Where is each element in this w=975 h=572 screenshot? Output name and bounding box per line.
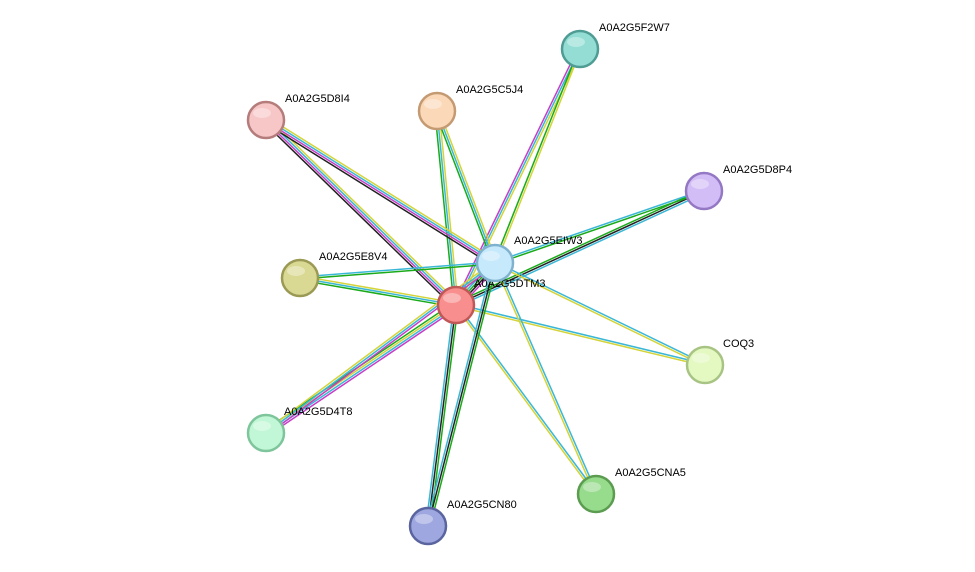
edge-evidence-line xyxy=(436,110,496,264)
edge-evidence-line xyxy=(438,110,459,305)
node-label: A0A2G5EIW3 xyxy=(514,235,582,247)
edge-evidence-line xyxy=(495,262,598,494)
node-label: A0A2G5E8V4 xyxy=(319,251,388,263)
edge-A0A2G5EIW3-A0A2G5D8I4[interactable] xyxy=(263,116,498,267)
node-A0A2G5D8I4[interactable]: A0A2G5D8I4 xyxy=(246,93,350,140)
edge-evidence-line xyxy=(494,189,704,263)
edge-evidence-line xyxy=(453,47,579,305)
edge-evidence-line xyxy=(299,279,456,308)
edge-A0A2G5EIW3-COQ3[interactable] xyxy=(494,261,706,367)
edges-layer xyxy=(263,47,706,527)
edge-A0A2G5EIW3-A0A2G5D8P4[interactable] xyxy=(494,189,705,265)
node-label: A0A2G5CNA5 xyxy=(615,467,686,479)
edge-evidence-line xyxy=(436,110,457,306)
node-circle[interactable] xyxy=(684,171,724,211)
node-label: A0A2G5F2W7 xyxy=(599,22,670,34)
node-highlight xyxy=(253,108,271,118)
edge-evidence-line xyxy=(267,117,459,304)
node-highlight xyxy=(692,353,710,363)
edge-evidence-line xyxy=(495,49,582,264)
edge-A0A2G5EIW3-A0A2G5C5J4[interactable] xyxy=(434,109,498,265)
node-highlight xyxy=(287,266,305,276)
node-label: A0A2G5DTM3 xyxy=(474,278,546,290)
edge-A0A2G5EIW3-A0A2G5F2W7[interactable] xyxy=(493,48,582,264)
node-label: A0A2G5D8P4 xyxy=(723,164,792,176)
node-highlight xyxy=(415,514,433,524)
edge-evidence-line xyxy=(266,118,458,305)
node-A0A2G5D4T8[interactable]: A0A2G5D4T8 xyxy=(246,406,352,453)
edge-evidence-line xyxy=(266,118,496,263)
edge-evidence-line xyxy=(427,262,496,527)
edge-evidence-line xyxy=(454,188,704,304)
edge-evidence-line xyxy=(455,190,705,306)
node-label: A0A2G5D8I4 xyxy=(285,93,350,105)
edge-evidence-line xyxy=(495,261,706,365)
edge-evidence-line xyxy=(425,262,494,526)
node-label: A0A2G5C5J4 xyxy=(456,84,523,96)
edge-evidence-line xyxy=(455,305,705,367)
nodes-layer: A0A2G5DTM3 A0A2G5EIW3 A0A2G5F2W7A0A2G5C5J4… xyxy=(246,22,792,546)
edge-evidence-line xyxy=(493,48,580,263)
node-highlight xyxy=(482,251,500,261)
node-circle[interactable] xyxy=(685,345,725,385)
node-A0A2G5F2W7[interactable]: A0A2G5F2W7 xyxy=(560,22,670,69)
edge-evidence-line xyxy=(264,120,456,307)
node-highlight xyxy=(253,421,271,431)
node-label: A0A2G5D4T8 xyxy=(284,406,352,418)
edge-evidence-line xyxy=(456,303,598,494)
edge-evidence-line xyxy=(267,306,459,437)
node-A0A2G5C5J4[interactable]: A0A2G5C5J4 xyxy=(417,84,523,131)
node-circle[interactable] xyxy=(560,29,600,69)
node-circle[interactable] xyxy=(280,258,320,298)
edge-A0A2G5DTM3-A0A2G5D8P4[interactable] xyxy=(454,188,706,308)
edge-A0A2G5EIW3-A0A2G5CN80[interactable] xyxy=(425,262,498,527)
edge-A0A2G5DTM3-A0A2G5E8V4[interactable] xyxy=(299,275,457,308)
node-label: A0A2G5CN80 xyxy=(447,499,517,511)
node-highlight xyxy=(583,482,601,492)
edge-evidence-line xyxy=(300,275,457,304)
edge-evidence-line xyxy=(494,263,705,367)
node-A0A2G5CNA5[interactable]: A0A2G5CNA5 xyxy=(576,467,686,514)
edge-evidence-line xyxy=(434,111,455,306)
edge-evidence-line xyxy=(427,304,457,527)
node-COQ3[interactable]: COQ3 xyxy=(685,338,754,385)
node-circle[interactable] xyxy=(408,506,448,546)
edge-A0A2G5EIW3-A0A2G5E8V4[interactable] xyxy=(299,261,496,280)
edge-A0A2G5DTM3-A0A2G5D8I4[interactable] xyxy=(263,117,459,308)
edge-evidence-line xyxy=(267,116,498,261)
edge-A0A2G5EIW3-A0A2G5CNA5[interactable] xyxy=(493,262,598,495)
node-circle[interactable] xyxy=(475,243,515,283)
edge-evidence-line xyxy=(438,109,498,263)
node-circle[interactable] xyxy=(417,91,457,131)
edge-evidence-line xyxy=(263,122,494,267)
edge-evidence-line xyxy=(456,303,706,365)
node-circle[interactable] xyxy=(246,100,286,140)
node-A0A2G5CN80[interactable]: A0A2G5CN80 xyxy=(408,499,517,546)
node-label: COQ3 xyxy=(723,338,754,350)
node-circle[interactable] xyxy=(246,413,286,453)
node-A0A2G5D8P4[interactable]: A0A2G5D8P4 xyxy=(684,164,792,211)
edge-evidence-line xyxy=(425,304,455,526)
node-highlight xyxy=(424,99,442,109)
node-highlight xyxy=(691,179,709,189)
node-A0A2G5EIW3[interactable]: A0A2G5EIW3 xyxy=(475,235,582,283)
edge-evidence-line xyxy=(263,121,455,308)
node-highlight xyxy=(443,293,461,303)
edge-A0A2G5DTM3-A0A2G5C5J4[interactable] xyxy=(434,110,459,306)
edge-evidence-line xyxy=(300,263,496,280)
node-circle[interactable] xyxy=(436,285,476,325)
edge-evidence-line xyxy=(493,263,596,495)
node-A0A2G5E8V4[interactable]: A0A2G5E8V4 xyxy=(280,251,388,298)
edge-evidence-line xyxy=(299,277,457,306)
edge-A0A2G5DTM3-COQ3[interactable] xyxy=(455,303,706,367)
node-circle[interactable] xyxy=(576,474,616,514)
node-highlight xyxy=(567,37,585,47)
edge-evidence-line xyxy=(456,192,706,308)
edge-evidence-line xyxy=(495,191,705,265)
edge-evidence-line xyxy=(429,263,498,527)
edge-evidence-line xyxy=(299,261,495,278)
edge-evidence-line xyxy=(434,111,494,265)
edge-evidence-line xyxy=(265,120,495,265)
